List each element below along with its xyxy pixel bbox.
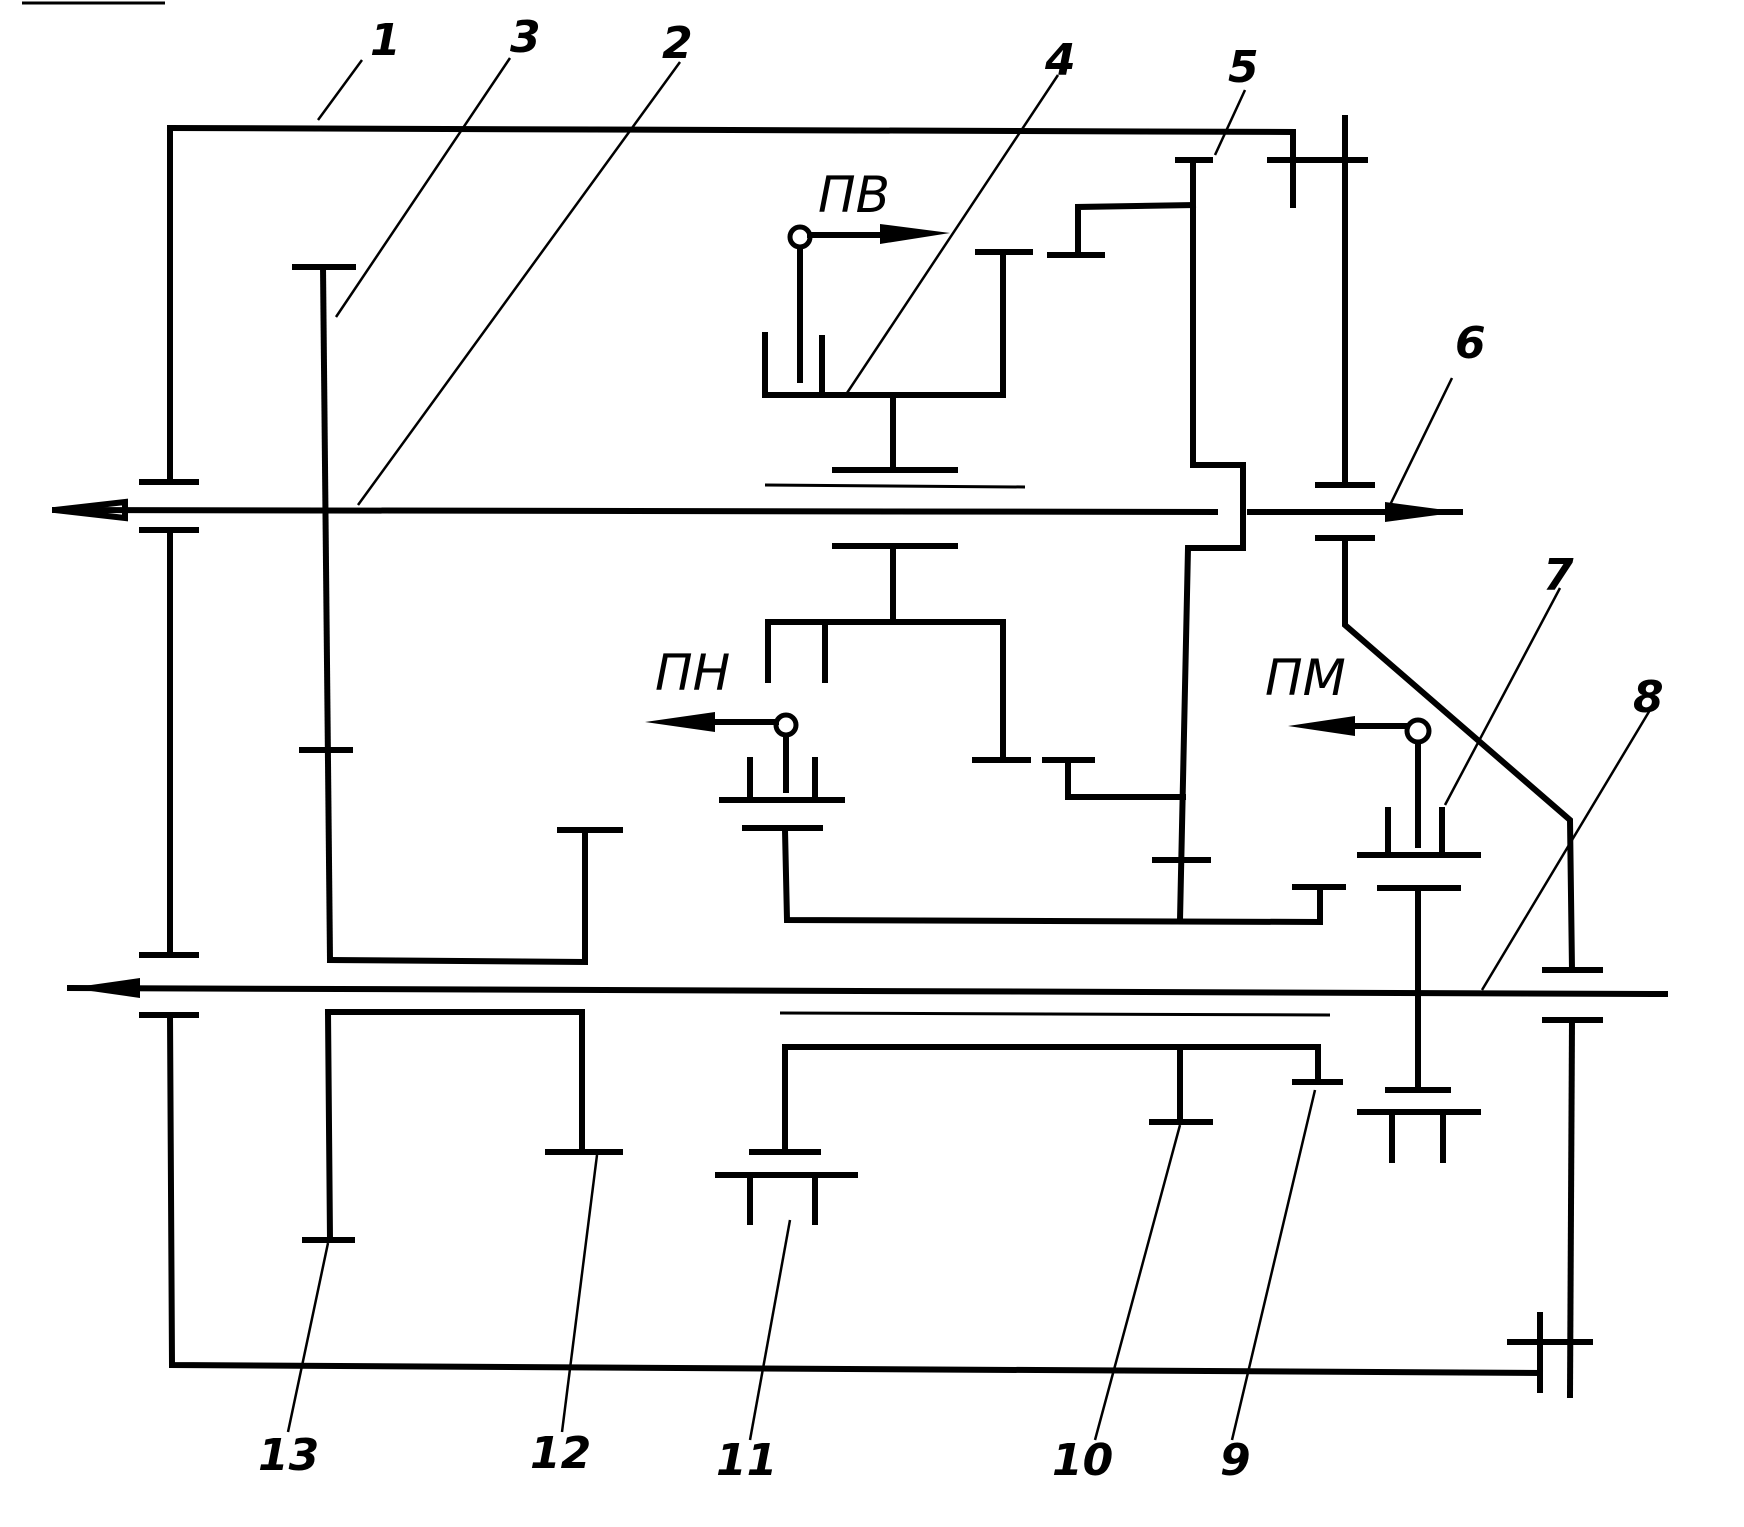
clutch-4-assembly bbox=[762, 201, 1197, 625]
arrow-pv-icon bbox=[880, 224, 950, 244]
label-5: 5 bbox=[1228, 42, 1259, 93]
layshaft bbox=[66, 978, 1669, 1399]
input-shaft bbox=[51, 498, 1219, 522]
label-10: 10 bbox=[1052, 1435, 1113, 1486]
arrow-pm-icon bbox=[1288, 716, 1355, 736]
control-pn-label: ПН bbox=[655, 644, 730, 702]
label-11: 11 bbox=[716, 1435, 777, 1486]
label-8: 8 bbox=[1633, 672, 1664, 723]
control-pm-label: ПМ bbox=[1265, 649, 1346, 707]
housing bbox=[139, 124, 1593, 1393]
output-arrow-icon bbox=[1385, 502, 1460, 522]
label-2: 2 bbox=[662, 18, 693, 69]
lever-pivot-pm bbox=[1404, 717, 1432, 745]
label-1: 1 bbox=[370, 15, 401, 66]
label-9: 9 bbox=[1220, 1435, 1251, 1486]
control-pv-label: ПВ bbox=[818, 166, 890, 224]
gear-3-assembly bbox=[292, 263, 623, 966]
clutch-7-assembly bbox=[1288, 716, 1481, 1163]
layshaft-arrow-icon bbox=[70, 978, 140, 998]
arrow-pn-icon bbox=[645, 712, 715, 732]
label-7: 7 bbox=[1543, 550, 1574, 601]
leader-lines bbox=[286, 57, 1652, 1441]
label-4: 4 bbox=[1044, 35, 1076, 86]
gear-5-assembly bbox=[1152, 157, 1246, 924]
label-13: 13 bbox=[258, 1430, 319, 1481]
clutch-lower-assembly bbox=[645, 619, 1346, 926]
lower-gears bbox=[302, 1008, 1343, 1244]
label-12: 12 bbox=[530, 1428, 591, 1479]
label-6: 6 bbox=[1455, 318, 1486, 369]
input-arrow-icon bbox=[54, 498, 128, 522]
output-shaft bbox=[1247, 115, 1603, 974]
label-3: 3 bbox=[510, 12, 541, 63]
